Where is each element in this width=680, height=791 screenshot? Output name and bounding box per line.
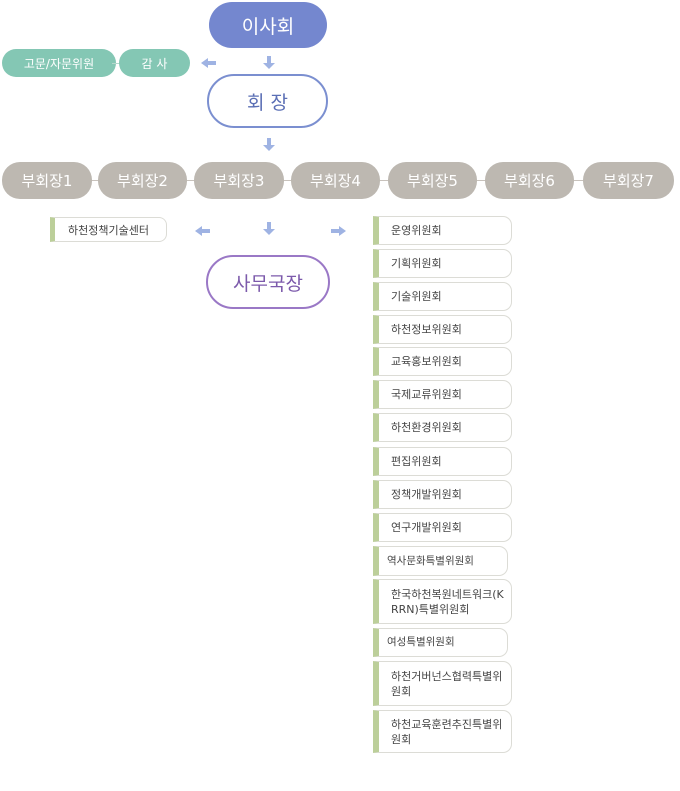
down-arrow-icon [263, 222, 275, 235]
committee-item: 운영위원회 [373, 216, 512, 245]
vice-president-7: 부회장7 [583, 162, 674, 199]
board-node: 이사회 [209, 2, 327, 48]
committee-item: 하천정보위원회 [373, 315, 512, 344]
secretary-general-node: 사무국장 [206, 255, 330, 309]
vice-president-1: 부회장1 [2, 162, 92, 199]
down-arrow-icon [263, 56, 275, 69]
vice-president-6: 부회장6 [485, 162, 574, 199]
committee-item: 하천거버넌스협력특별위원회 [373, 661, 512, 706]
committee-item: 국제교류위원회 [373, 380, 512, 409]
vice-president-4: 부회장4 [291, 162, 380, 199]
chair-node: 회 장 [207, 74, 328, 128]
right-arrow-icon [331, 226, 346, 236]
committee-item: 기획위원회 [373, 249, 512, 278]
vice-president-5: 부회장5 [388, 162, 477, 199]
committee-item: 기술위원회 [373, 282, 512, 311]
committee-item: 한국하천복원네트워크(KRRN)특별위원회 [373, 579, 512, 624]
vice-president-row: 부회장1 부회장2 부회장3 부회장4 부회장5 부회장6 부회장7 [2, 162, 677, 199]
down-arrow-icon [263, 138, 275, 151]
committee-item: 역사문화특별위원회 [373, 546, 508, 576]
left-arrow-icon [201, 58, 216, 68]
committee-item: 하천교육훈련추진특별위원회 [373, 710, 512, 753]
tech-center-node: 하천정책기술센터 [50, 217, 167, 242]
audit-node: 감 사 [119, 49, 190, 77]
advisor-node: 고문/자문위원 [2, 49, 116, 77]
committee-item: 여성특별위원회 [373, 628, 508, 657]
committee-item: 편집위원회 [373, 447, 512, 476]
vice-president-3: 부회장3 [194, 162, 284, 199]
committee-item: 하천환경위원회 [373, 413, 512, 442]
committee-item: 교육홍보위원회 [373, 347, 512, 376]
advisor-connector [112, 63, 122, 64]
committee-item: 연구개발위원회 [373, 513, 512, 542]
left-arrow-icon [195, 226, 210, 236]
committee-item: 정책개발위원회 [373, 480, 512, 509]
vice-president-2: 부회장2 [98, 162, 187, 199]
